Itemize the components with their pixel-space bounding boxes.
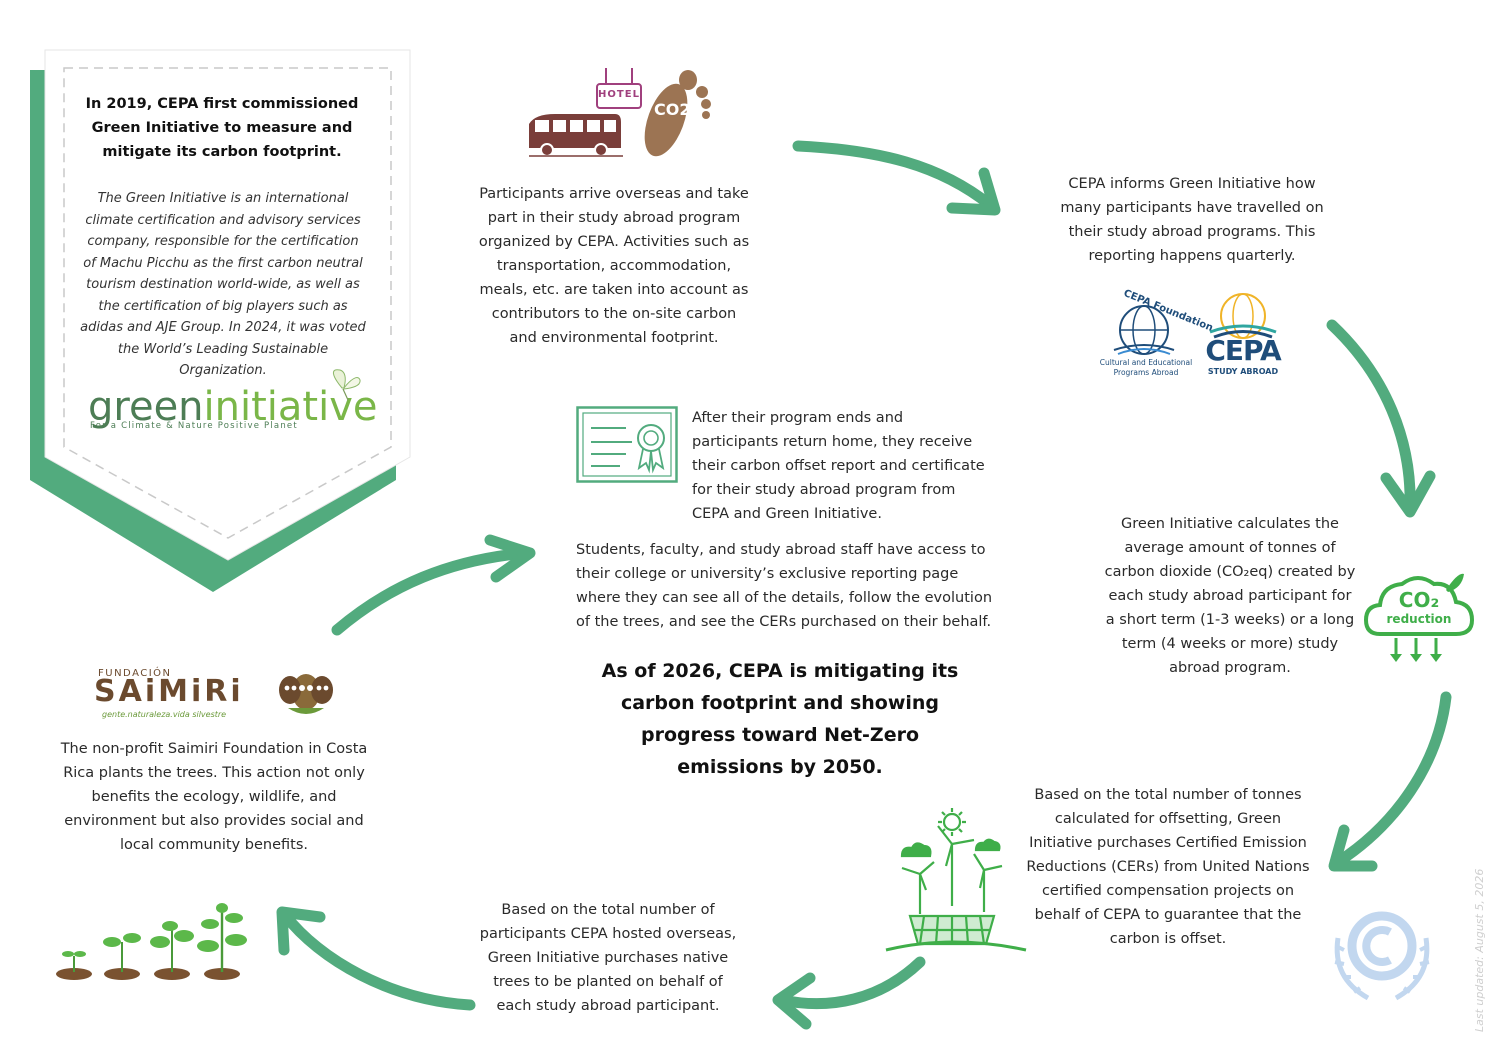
step-purchase-trees-text: Based on the total number of participant… — [479, 902, 737, 1014]
saimiri-logo: FUNDACIÓN SAiMiRi gente.naturaleza.vida … — [94, 668, 339, 722]
green-initiative-logo: greeninitiative For a Climate & Nature P… — [88, 384, 378, 435]
bus-icon — [529, 114, 623, 157]
saimiri-logo-top: FUNDACIÓN — [98, 668, 172, 679]
step-purchase-cers-text: Based on the total number of tonnes calc… — [1026, 787, 1310, 947]
co2-icon-label: CO₂ — [1398, 588, 1440, 612]
globe-book-colored-icon — [1209, 293, 1277, 339]
footprint-icon: CO2 — [626, 68, 712, 164]
logo-text-initiative: initiative — [203, 384, 378, 430]
foundation-logo-subtitle: Cultural and Educational Programs Abroad — [1099, 358, 1193, 377]
last-updated-note: Last updated: August 5, 2026 — [1455, 862, 1495, 1042]
badge-title: In 2019, CEPA first commissioned Green I… — [85, 96, 359, 160]
cepa-study-abroad-logo: CEPA STUDY ABROAD — [1200, 290, 1286, 380]
saimiri-logo-main: SAiMiRi — [94, 674, 244, 709]
footprint-co2-label: CO2 — [654, 100, 691, 119]
saimiri-logo-tagline: gente.naturaleza.vida silvestre — [102, 710, 227, 719]
central-message: As of 2026, CEPA is mitigating its carbo… — [601, 660, 959, 778]
badge-card — [44, 49, 411, 561]
un-climate-emblem-icon — [1334, 911, 1430, 1001]
step-reporting-text: Students, faculty, and study abroad staf… — [576, 542, 993, 630]
badge-description: The Green Initiative is an international… — [80, 191, 366, 378]
certificate-icon — [576, 406, 678, 483]
step-arrive-text: Participants arrive overseas and take pa… — [478, 186, 750, 346]
logo-tagline: For a Climate & Nature Positive Planet — [90, 421, 298, 431]
renewable-energy-icon — [885, 808, 1027, 952]
step-calculate-text: Green Initiative calculates the average … — [1104, 516, 1356, 676]
cepa-logo-name: CEPA — [1205, 334, 1281, 367]
logo-text-green: green — [88, 384, 204, 430]
cepa-logo-subtitle: STUDY ABROAD — [1207, 367, 1279, 376]
step-certificate-text: After their program ends and participant… — [692, 410, 985, 522]
co2-icon-sublabel: reduction — [1386, 612, 1452, 626]
monkey-faces-icon — [279, 674, 333, 714]
step-saimiri-text: The non-profit Saimiri Foundation in Cos… — [60, 741, 368, 853]
butterfly-icon — [333, 369, 361, 401]
last-updated-text: Last updated: August 5, 2026 — [1473, 868, 1486, 1032]
hotel-sign-icon: HOTEL — [596, 68, 642, 114]
globe-book-icon — [1113, 305, 1175, 355]
badge-dashed-border — [63, 67, 392, 539]
hotel-sign-label: HOTEL — [598, 89, 640, 100]
seedlings-icon — [56, 903, 247, 980]
co2-reduction-icon: CO₂ reduction — [1362, 568, 1476, 664]
cepa-foundation-logo: CEPA Foundation Cultural and Educational… — [1096, 288, 1215, 380]
step-inform-text: CEPA informs Green Initiative how many p… — [1060, 176, 1324, 264]
